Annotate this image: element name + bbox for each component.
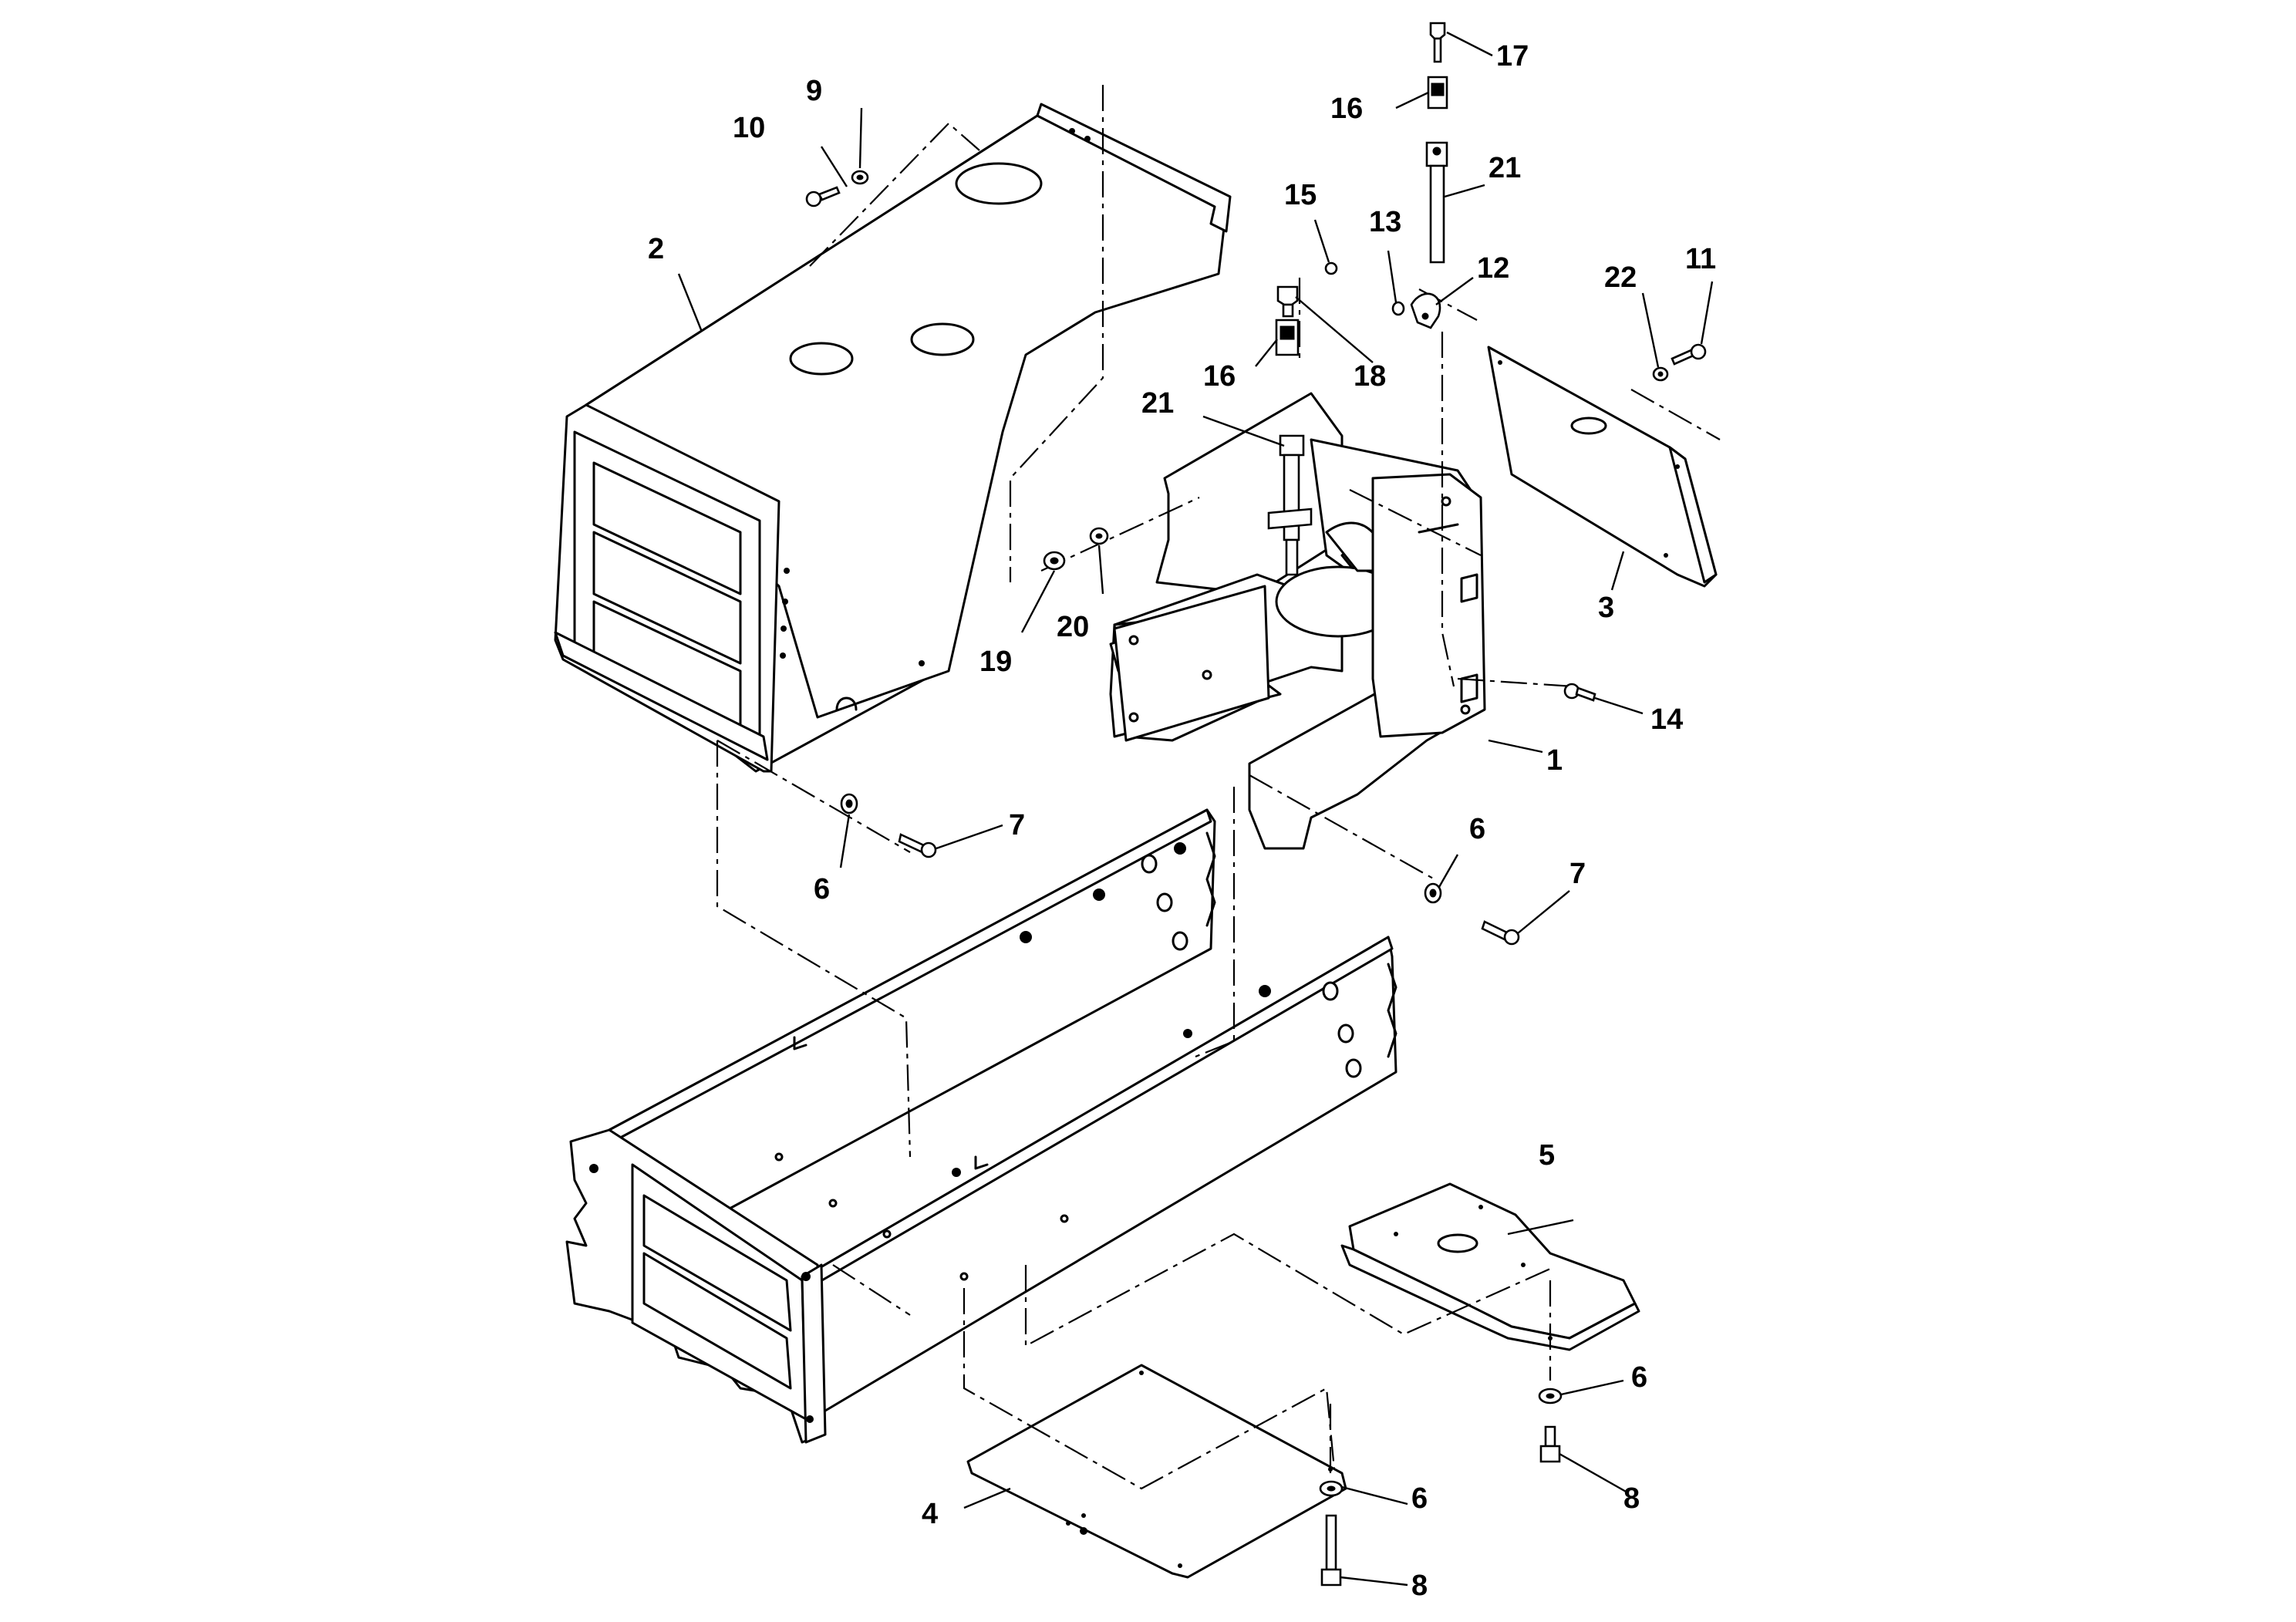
skid-plate-part-5: [1340, 1182, 1640, 1351]
callout-6-lower-right: 6: [1631, 1361, 1647, 1394]
callout-labels: 2 9 10 19 20 6 7 6 7 1 14 3 22 11 15 13 …: [648, 40, 1716, 1602]
callout-12: 12: [1477, 252, 1509, 285]
bolt-7-left: [898, 833, 937, 858]
bolt-14: [1563, 683, 1596, 702]
bolt-11: [1671, 343, 1707, 366]
hood-part-2: [554, 103, 1232, 773]
frame-chassis: [565, 808, 1397, 1444]
callout-16-center: 16: [1203, 360, 1236, 393]
callout-5: 5: [1539, 1139, 1555, 1172]
callout-21-top: 21: [1489, 152, 1521, 184]
bolt-10: [805, 186, 841, 207]
hardware-fasteners: [805, 22, 1707, 1587]
bolt-8-lower-right: [1539, 1425, 1561, 1463]
callout-17: 17: [1496, 40, 1529, 73]
washer-6-lower-right: [1538, 1388, 1563, 1404]
callout-7-right: 7: [1569, 858, 1586, 890]
callout-6-right: 6: [1469, 813, 1485, 845]
leader-lines: [677, 31, 1714, 1587]
alignment-phantom-lines: [716, 85, 1721, 1490]
bolt-7-right: [1481, 920, 1520, 946]
callout-15: 15: [1284, 179, 1317, 211]
bracket-12: [1410, 292, 1441, 329]
callout-18: 18: [1354, 360, 1386, 393]
callout-16-top: 16: [1330, 93, 1363, 125]
callout-8-lower-center: 8: [1411, 1570, 1428, 1602]
callout-11: 11: [1685, 243, 1716, 275]
washer-9: [851, 170, 869, 185]
callout-10: 10: [733, 112, 765, 144]
bolt-8-lower-center: [1320, 1514, 1342, 1587]
shaft-21-top: [1425, 141, 1448, 264]
nut-16-center: [1275, 319, 1300, 356]
callout-20: 20: [1057, 611, 1089, 643]
callout-21-center: 21: [1141, 387, 1174, 420]
washer-19: [1043, 551, 1066, 571]
callout-8-lower-right: 8: [1623, 1482, 1640, 1515]
bolt-18: [1276, 285, 1299, 318]
washer-22: [1652, 366, 1669, 382]
nut-15: [1324, 261, 1338, 275]
callout-4: 4: [922, 1498, 938, 1530]
bolt-17: [1429, 22, 1446, 63]
callout-19: 19: [979, 646, 1012, 678]
washer-20: [1089, 527, 1109, 545]
callout-7-left: 7: [1009, 809, 1025, 841]
washer-6-left: [840, 793, 858, 814]
washer-6-lower-center: [1319, 1480, 1344, 1497]
callout-6-left: 6: [814, 873, 830, 905]
washer-13: [1391, 301, 1405, 316]
callout-22: 22: [1604, 261, 1637, 294]
nut-16-top: [1427, 76, 1448, 110]
callout-2: 2: [648, 233, 664, 265]
callout-13: 13: [1369, 206, 1401, 238]
callout-3: 3: [1598, 592, 1614, 624]
side-panel-part-3: [1487, 346, 1718, 588]
shaft-21-center: [1267, 434, 1313, 576]
lower-plate-part-4: [966, 1364, 1347, 1579]
callout-14: 14: [1650, 703, 1683, 736]
callout-9: 9: [806, 75, 822, 107]
callout-6-lower-center: 6: [1411, 1482, 1428, 1515]
hood-top-hole: [955, 162, 1043, 205]
callout-1: 1: [1546, 744, 1563, 777]
washer-6-right: [1424, 882, 1442, 904]
